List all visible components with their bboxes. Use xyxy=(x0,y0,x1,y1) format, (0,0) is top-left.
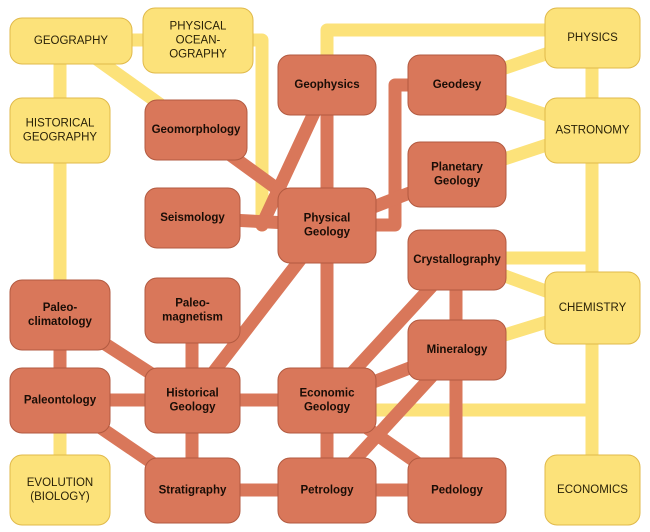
node-box xyxy=(277,187,377,264)
node-label: (BIOLOGY) xyxy=(30,491,90,503)
node-petrology: Petrology xyxy=(277,457,377,524)
node-economics: ECONOMICS xyxy=(544,454,641,526)
node-historical-geography: HISTORICAL GEOGRAPHY xyxy=(9,97,111,164)
node-physics: PHYSICS xyxy=(544,7,641,69)
node-geomorphology: Geomorphology xyxy=(144,99,248,161)
node-label: Petrology xyxy=(300,485,354,497)
node-box xyxy=(407,54,507,116)
node-box xyxy=(407,229,507,291)
node-seismology: Seismology xyxy=(144,187,241,249)
node-label: OGRAPHY xyxy=(169,49,227,61)
node-label: Stratigraphy xyxy=(159,485,227,497)
node-label: OCEAN- xyxy=(176,35,221,47)
node-box xyxy=(9,454,111,526)
node-box xyxy=(9,17,133,65)
node-box xyxy=(407,319,507,381)
node-label: GEOGRAPHY xyxy=(34,35,108,47)
node-box xyxy=(544,454,641,526)
node-box xyxy=(544,7,641,69)
node-label: Paleo- xyxy=(43,302,78,314)
node-box xyxy=(144,457,241,524)
node-geography: GEOGRAPHY xyxy=(9,17,133,65)
node-label: PHYSICAL xyxy=(170,21,227,33)
node-box xyxy=(142,7,254,74)
node-label: Seismology xyxy=(160,212,225,224)
node-label: ECONOMICS xyxy=(557,484,628,496)
node-label: EVOLUTION xyxy=(27,477,93,489)
node-box xyxy=(407,141,507,208)
node-physical-oceanography: PHYSICAL OCEAN- OGRAPHY xyxy=(142,7,254,74)
node-label: Geomorphology xyxy=(152,124,241,136)
node-box xyxy=(277,457,377,524)
node-label: Crystallography xyxy=(413,254,501,266)
node-geophysics: Geophysics xyxy=(277,54,377,116)
node-label: HISTORICAL xyxy=(26,118,95,130)
node-evolution: EVOLUTION (BIOLOGY) xyxy=(9,454,111,526)
node-box xyxy=(144,187,241,249)
node-paleomagnetism: Paleo-magnetism xyxy=(144,277,241,344)
node-box xyxy=(544,271,641,345)
node-stratigraphy: Stratigraphy xyxy=(144,457,241,524)
node-label: Mineralogy xyxy=(427,344,488,356)
node-label: GEOGRAPHY xyxy=(23,132,97,144)
node-box xyxy=(144,277,241,344)
node-label: Geophysics xyxy=(294,79,359,91)
node-label: Planetary xyxy=(431,162,483,174)
node-label: Geology xyxy=(304,402,351,414)
node-paleontology: Paleontology xyxy=(9,367,111,434)
node-box xyxy=(9,279,111,351)
connection-link xyxy=(320,23,599,62)
node-label: Paleo- xyxy=(175,298,210,310)
node-label: Paleontology xyxy=(24,395,97,407)
node-label: magnetism xyxy=(162,312,223,324)
node-geodesy: Geodesy xyxy=(407,54,507,116)
node-box xyxy=(277,54,377,116)
node-label: Pedology xyxy=(431,485,483,497)
node-box xyxy=(9,97,111,164)
node-label: Geology xyxy=(434,176,481,188)
node-label: CHEMISTRY xyxy=(559,302,627,314)
node-label: ASTRONOMY xyxy=(555,125,629,137)
node-box xyxy=(277,367,377,434)
node-label: Physical xyxy=(304,213,351,225)
node-box xyxy=(144,367,241,434)
node-label: Historical xyxy=(166,388,218,400)
discipline-boxes: GEOGRAPHY PHYSICAL OCEAN- OGRAPHY PHYSICS HIS… xyxy=(9,7,641,526)
node-label: Economic xyxy=(300,388,356,400)
node-label: PHYSICS xyxy=(567,32,618,44)
node-label: climatology xyxy=(28,316,93,328)
node-paleoclimatology: Paleo-climatology xyxy=(9,279,111,351)
node-astronomy: ASTRONOMY xyxy=(544,97,641,164)
node-box xyxy=(9,367,111,434)
node-box xyxy=(144,99,248,161)
node-crystallography: Crystallography xyxy=(407,229,507,291)
node-pedology: Pedology xyxy=(407,457,507,524)
node-box xyxy=(407,457,507,524)
node-chemistry: CHEMISTRY xyxy=(544,271,641,345)
node-box xyxy=(544,97,641,164)
node-label: Geology xyxy=(169,402,216,414)
node-label: Geology xyxy=(304,227,351,239)
node-label: Geodesy xyxy=(433,79,482,91)
node-mineralogy: Mineralogy xyxy=(407,319,507,381)
